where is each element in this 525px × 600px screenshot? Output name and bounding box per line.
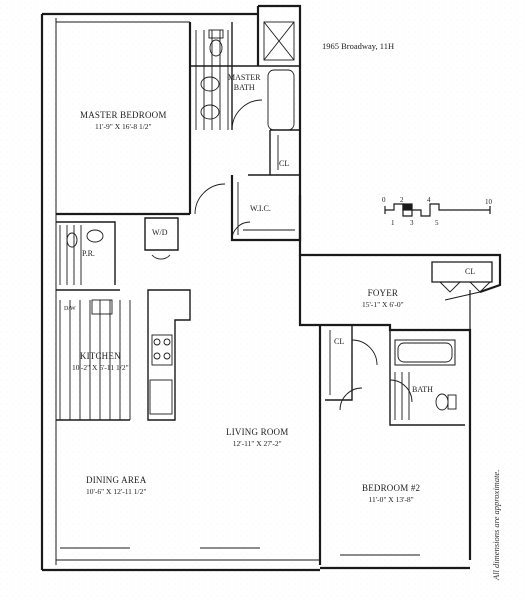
bath-label: BATH bbox=[412, 385, 433, 394]
master-bedroom-name: MASTER BEDROOM bbox=[80, 110, 167, 120]
master-bath-label: MASTER BATH bbox=[228, 74, 260, 92]
address-label: 1965 Broadway, 11H bbox=[322, 41, 395, 51]
foyer-dims: 15'-1" X 6'-0" bbox=[362, 300, 404, 309]
living-room-label: LIVING ROOM 12'-11" X 27'-2" bbox=[226, 428, 288, 448]
dw-label: D/W bbox=[64, 306, 76, 312]
kitchen-dims: 10'-2" X 5'-11 1/2" bbox=[72, 363, 129, 372]
living-room-name: LIVING ROOM bbox=[226, 427, 289, 437]
master-closet-label: CL bbox=[279, 159, 290, 168]
scale-label-0: 0 bbox=[382, 196, 386, 204]
bedroom2-closet-label: CL bbox=[334, 337, 345, 346]
wd-label: W/D bbox=[152, 228, 168, 237]
dining-area-name: DINING AREA bbox=[86, 475, 147, 485]
scale-label-3: 3 bbox=[410, 219, 414, 227]
scale-label-1: 1 bbox=[391, 219, 395, 227]
approximate-note: All dimensions are approximate. bbox=[491, 469, 501, 580]
dining-area-dims: 10'-6" X 12'-11 1/2" bbox=[86, 487, 147, 496]
bedroom2-dims: 11'-0" X 13'-8" bbox=[368, 495, 414, 504]
kitchen-name: KITCHEN bbox=[79, 351, 121, 361]
kitchen-label: KITCHEN 10'-2" X 5'-11 1/2" bbox=[72, 352, 129, 372]
wic-label: W.I.C. bbox=[250, 204, 271, 213]
scale-label-5: 5 bbox=[435, 219, 439, 227]
bedroom2-name: BEDROOM #2 bbox=[362, 483, 421, 493]
powder-room-label: P.R. bbox=[82, 249, 95, 258]
scale-label-4: 4 bbox=[427, 196, 431, 204]
foyer-closet-label: CL bbox=[465, 267, 476, 276]
bedroom2-label: BEDROOM #2 11'-0" X 13'-8" bbox=[362, 484, 420, 504]
foyer-label: FOYER 15'-1" X 6'-0" bbox=[362, 289, 404, 309]
scale-label-2: 2 bbox=[400, 196, 404, 204]
master-bath-line2: BATH bbox=[233, 83, 255, 92]
scale-bar bbox=[384, 203, 491, 217]
living-room-dims: 12'-11" X 27'-2" bbox=[232, 439, 282, 448]
master-bath-line1: MASTER bbox=[228, 73, 261, 82]
foyer-name: FOYER bbox=[367, 288, 399, 298]
master-bedroom-label: MASTER BEDROOM 11'-9" X 16'-8 1/2" bbox=[80, 111, 167, 131]
scale-label-10: 10 bbox=[485, 198, 492, 206]
master-bedroom-dims: 11'-9" X 16'-8 1/2" bbox=[94, 122, 152, 131]
dining-area-label: DINING AREA 10'-6" X 12'-11 1/2" bbox=[86, 476, 146, 496]
